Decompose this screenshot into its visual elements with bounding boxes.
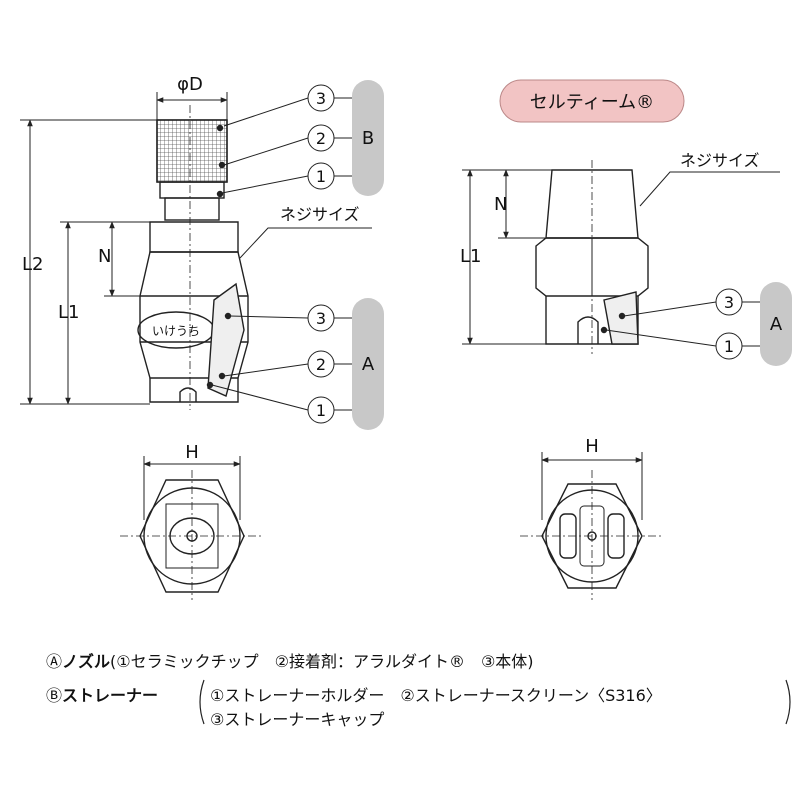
callout-circle-b1 [307, 162, 335, 190]
callout-a3: 3 [316, 309, 326, 328]
group-a-badge-right [760, 282, 792, 366]
brand-stamp-label: いけうち [152, 324, 200, 338]
callout-b1: 1 [316, 167, 326, 186]
dim-phiD-label: φD [177, 74, 203, 95]
strainer-neck [164, 197, 220, 221]
strainer-holder [159, 181, 225, 199]
callout-circle-a3 [307, 304, 335, 332]
callout-right-3: 3 [724, 293, 734, 312]
group-b-label: B [362, 128, 374, 149]
group-a-label-right: A [770, 314, 783, 335]
legend-b-row2: ③ストレーナーキャップ [210, 710, 385, 729]
hex-body-right [535, 237, 649, 297]
callout-b2: 2 [316, 129, 326, 148]
right-dimensions [462, 169, 780, 347]
left-thread-size-label: ネジサイズ [280, 205, 360, 224]
legend-a-title: ノズル [62, 652, 111, 671]
group-a-badge [352, 298, 384, 430]
left-dimensions [20, 92, 372, 405]
group-a-label: A [362, 354, 375, 375]
left-nozzle-side-view [137, 105, 249, 410]
right-dim-N-label: N [494, 194, 507, 215]
legend-b-title: ストレーナー [62, 686, 159, 705]
callout-a2: 2 [316, 355, 326, 374]
right-dim-H-label: H [585, 436, 599, 457]
section-cut [207, 282, 245, 397]
callout-a1: 1 [316, 401, 326, 420]
right-nozzle-side-view [535, 160, 649, 354]
right-dim-L1-label: L1 [460, 246, 481, 267]
callout-circle-right-3 [715, 288, 743, 316]
left-callouts [211, 84, 352, 424]
callout-circle-a2 [307, 350, 335, 378]
legend-bracket-right [785, 679, 791, 725]
callout-circle-a1 [307, 396, 335, 424]
callout-circle-right-1 [715, 332, 743, 360]
dim-L1-label: L1 [58, 302, 79, 323]
legend-line-a: Ⓐノズル(①セラミックチップ ②接着剤：アラルダイト® ③本体) [46, 648, 534, 672]
callout-circle-b3 [307, 84, 335, 112]
legend-b-marker: Ⓑ [46, 686, 63, 705]
legend-b-row1: ①ストレーナーホルダー ②ストレーナースクリーン〈S316〉 [210, 686, 662, 705]
legend-a-marker: Ⓐ [46, 652, 63, 671]
left-bottom-view [120, 456, 264, 600]
left-dim-H-label: H [185, 442, 199, 463]
brand-badge [499, 79, 685, 123]
right-bottom-view [520, 452, 664, 600]
nozzle-tip [149, 378, 239, 403]
legend-bracket-left [199, 679, 205, 725]
thread-section [149, 221, 239, 253]
brand-badge-label: セルティーム® [530, 92, 654, 113]
callout-right-1: 1 [724, 337, 734, 356]
callout-circle-b2 [307, 124, 335, 152]
dim-N-label: N [98, 246, 111, 267]
group-b-badge [352, 80, 384, 196]
callout-b3: 3 [316, 89, 326, 108]
legend-a-body: (①セラミックチップ ②接着剤：アラルダイト® ③本体) [110, 652, 534, 671]
dim-L2-label: L2 [22, 254, 43, 275]
strainer-screen [156, 119, 228, 183]
legend-line-b: Ⓑストレーナー [46, 682, 158, 706]
right-thread-size-label: ネジサイズ [680, 151, 760, 170]
